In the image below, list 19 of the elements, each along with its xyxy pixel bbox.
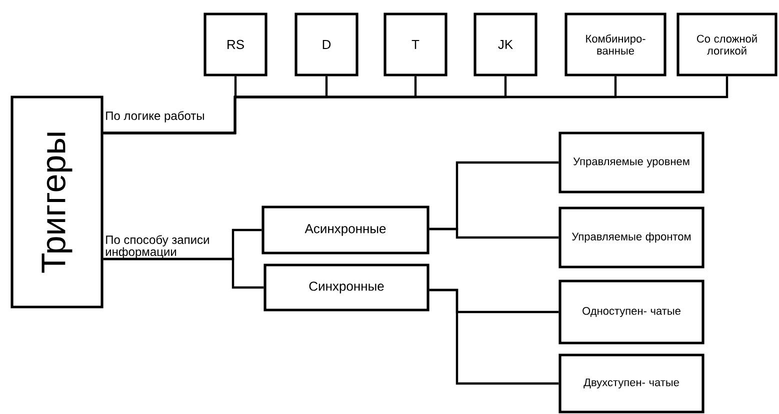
flip-flop-type-box: Двухступен- чатые	[558, 354, 704, 414]
connector-line	[103, 76, 728, 134]
flip-flop-type-box: Управляемые уровнем	[558, 132, 704, 194]
connector-line	[103, 258, 264, 289]
branch-label: По логике работы	[106, 111, 204, 122]
flip-flop-type-box: RS	[204, 12, 268, 76]
flip-flop-type-box: Со сложной логикой	[676, 12, 778, 76]
connector-line	[429, 288, 559, 385]
category-box: Триггеры	[10, 96, 104, 308]
flip-flop-type-box: Синхронные	[264, 264, 430, 312]
flip-flop-type-box: T	[384, 12, 448, 76]
flip-flop-type-box: Управляемые фронтом	[558, 206, 704, 268]
flip-flop-type-box: Комбиниро- ванные	[564, 12, 666, 76]
branch-label: По способу записи информации	[106, 235, 209, 258]
connector-line	[429, 228, 559, 239]
flip-flop-type-box: Одноступен- чатые	[558, 280, 704, 344]
flip-flop-type-box: D	[294, 12, 358, 76]
flip-flop-type-box: Асинхронные	[262, 206, 430, 254]
flip-flop-type-box: JK	[474, 12, 538, 76]
